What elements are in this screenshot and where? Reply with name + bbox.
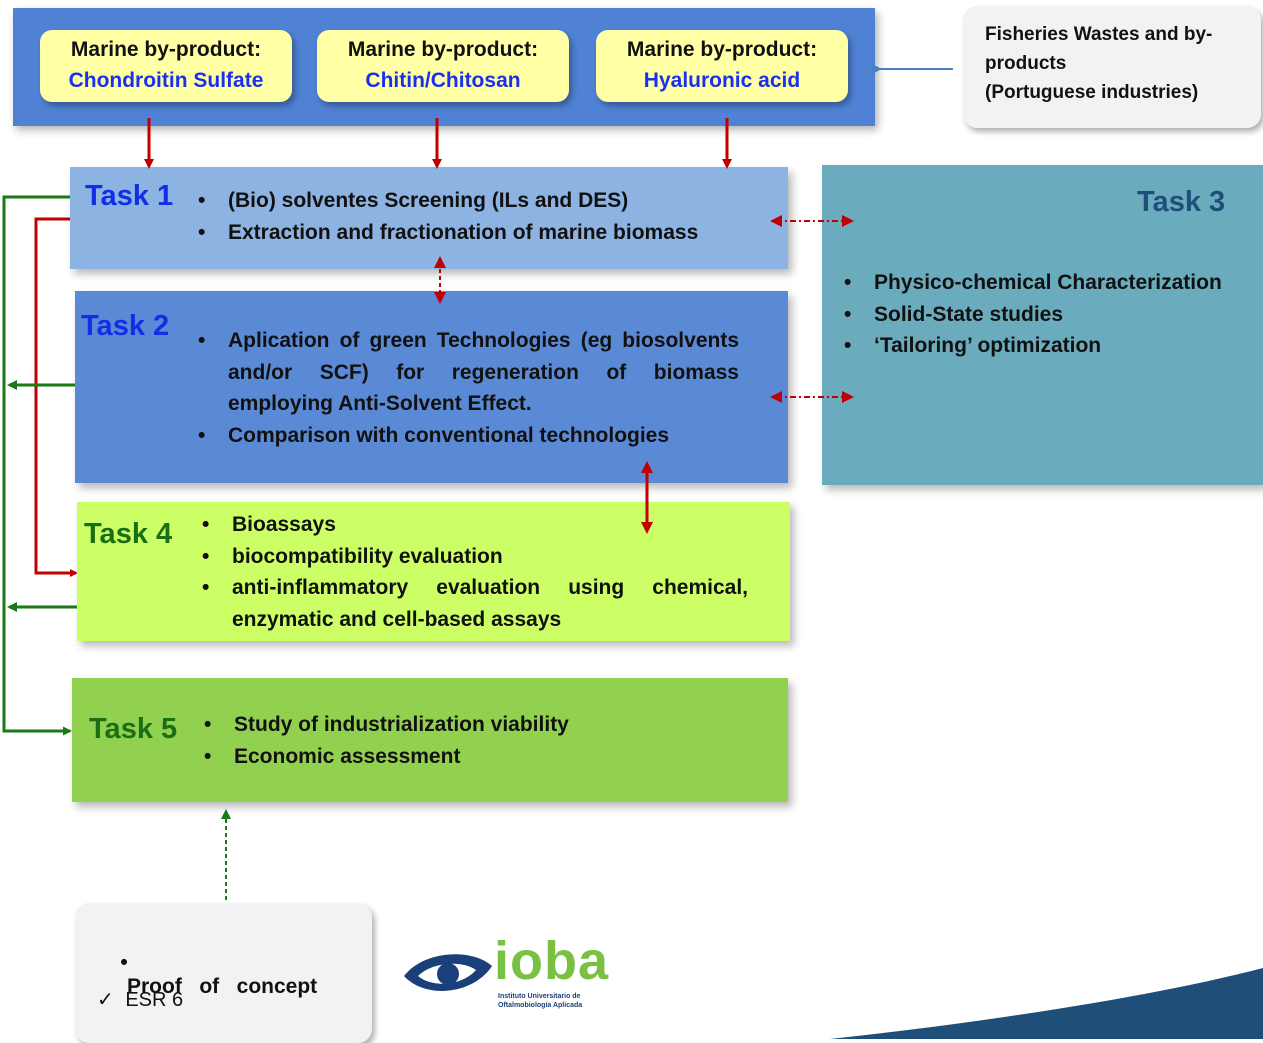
byproduct-name: Chondroitin Sulfate (68, 69, 264, 92)
task5-item: Economic assessment (202, 741, 762, 773)
task3-title: Task 3 (1137, 186, 1226, 218)
proof-bullet-text: Proof of concept (127, 975, 318, 998)
byproduct-name: Chitin/Chitosan (365, 69, 521, 92)
source-line-2: products (985, 53, 1067, 74)
logo-line-1: Instituto Universitario de (498, 993, 581, 1000)
proof-of-concept-box: • Proof of concept ✓ ESR 6 (75, 903, 372, 1043)
check-icon: ✓ (97, 989, 114, 1011)
task1-list: (Bio) solventes Screening (ILs and DES) … (196, 185, 766, 248)
task2-item: Aplication of green Technologies (eg bio… (196, 325, 739, 420)
byproduct-hyaluronic: Marine by-product: Hyaluronic acid (596, 30, 848, 102)
source-line-1: Fisheries Wastes and by- (985, 24, 1213, 45)
green-feedback-line (2, 195, 85, 736)
proof-bullet-dot: • (120, 951, 128, 974)
byproduct-chitin: Marine by-product: Chitin/Chitosan (317, 30, 569, 102)
red-task1-to-task4-line (34, 217, 78, 577)
proof-check-row: ✓ ESR 6 (97, 987, 183, 1012)
task1-item: Extraction and fractionation of marine b… (196, 217, 766, 249)
task3-item: Physico-chemical Characterization (842, 267, 1262, 299)
eye-icon (404, 954, 492, 991)
task1-title: Task 1 (85, 180, 174, 212)
ioba-logo: ioba Instituto Universitario de Oftalmob… (402, 931, 612, 1018)
task4-item: biocompatibility evaluation (200, 541, 748, 573)
task5-list: Study of industrialization viability Eco… (202, 709, 762, 772)
byproduct-prefix: Marine by-product: (70, 38, 262, 61)
byproduct-chondroitin: Marine by-product: Chondroitin Sulfate (40, 30, 292, 102)
task3-item: ‘Tailoring’ optimization (842, 330, 1262, 362)
task4-item: Bioassays (200, 509, 748, 541)
task1-item: (Bio) solventes Screening (ILs and DES) (196, 185, 766, 217)
logo-word: ioba (494, 931, 610, 991)
task4-title: Task 4 (84, 518, 173, 550)
byproduct-prefix: Marine by-product: (626, 38, 818, 61)
task2-list: Aplication of green Technologies (eg bio… (196, 325, 739, 451)
proof-bullet-row: • Proof of concept (97, 927, 351, 1023)
task5-title: Task 5 (89, 713, 178, 745)
source-line-3: (Portuguese industries) (985, 82, 1199, 103)
task4-item: anti-inflammatory evaluation using chemi… (200, 572, 748, 635)
task3-list: Physico-chemical Characterization Solid-… (842, 267, 1262, 362)
task2-title: Task 2 (81, 310, 170, 342)
proof-check-text: ESR 6 (125, 989, 184, 1011)
fisheries-source-box: Fisheries Wastes and by- products (Portu… (963, 6, 1261, 128)
task4-list: Bioassays biocompatibility evaluation an… (200, 509, 748, 635)
byproduct-name: Hyaluronic acid (643, 69, 801, 92)
task3-item: Solid-State studies (842, 299, 1262, 331)
task2-item: Comparison with conventional technologie… (196, 420, 739, 452)
byproduct-prefix: Marine by-product: (347, 38, 539, 61)
logo-line-2: Oftalmobiología Aplicada (498, 1002, 583, 1009)
task5-item: Study of industrialization viability (202, 709, 762, 741)
